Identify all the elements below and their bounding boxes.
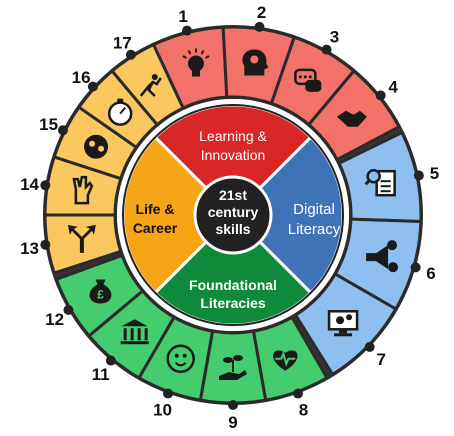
connector-dot-2 — [254, 21, 265, 32]
connector-dot-13 — [40, 239, 51, 250]
lightbulb-icon — [182, 48, 210, 77]
connector-dot-8 — [292, 388, 303, 399]
direction-arrows-icon — [67, 224, 96, 253]
center-line-3: skills — [215, 221, 250, 237]
life-label-line-2: Career — [133, 220, 178, 236]
computer-gears-icon — [327, 310, 359, 337]
life-label-line-1: Life & — [136, 201, 175, 217]
learning-label-line-1: Learning & — [199, 128, 267, 144]
connector-dot-12 — [63, 305, 74, 315]
segment-icons: £ — [67, 48, 399, 380]
climber-icon — [139, 73, 162, 97]
quadrant-outline — [122, 104, 344, 326]
segment-number-8: 8 — [299, 401, 308, 420]
connector-dot-6 — [410, 262, 421, 273]
connector-dot-1 — [182, 25, 193, 36]
segment-number-13: 13 — [20, 239, 39, 258]
connector-dot-11 — [105, 355, 116, 366]
megaphone-icon — [366, 240, 399, 273]
center-line-2: century — [208, 204, 259, 220]
segment-number-5: 5 — [430, 164, 439, 183]
segment-number-7: 7 — [376, 350, 385, 369]
segment-number-16: 16 — [72, 68, 91, 87]
connector-dot-3 — [321, 44, 332, 55]
handshake-icon — [336, 110, 367, 127]
center-line-1: 21st — [219, 187, 247, 203]
svg-text:£: £ — [97, 288, 104, 302]
hand-plant-icon — [219, 355, 247, 380]
segment-number-9: 9 — [228, 413, 237, 432]
segment-number-6: 6 — [426, 264, 435, 283]
institution-icon — [120, 319, 149, 345]
document-search-icon — [364, 168, 396, 197]
digital-label-line-2: Literacy — [288, 221, 341, 238]
inner-quadrants — [121, 103, 345, 327]
segment-number-11: 11 — [92, 365, 110, 384]
segment-number-10: 10 — [153, 401, 172, 420]
segment-number-14: 14 — [20, 175, 39, 194]
stopwatch-icon — [107, 98, 133, 126]
connector-dot-15 — [57, 125, 68, 136]
foundational-label-line-2: Literacies — [200, 295, 266, 311]
segment-number-3: 3 — [330, 28, 339, 47]
speech-bubbles-icon — [294, 68, 322, 92]
connector-dot-4 — [375, 90, 386, 101]
segment-number-4: 4 — [388, 77, 398, 96]
connector-dot-5 — [413, 170, 424, 181]
hand-raise-icon — [72, 175, 94, 205]
globe-face-icon — [166, 344, 195, 374]
center-circle — [193, 175, 273, 255]
foundational-label-line-1: Foundational — [189, 277, 277, 293]
learning-label-line-2: Innovation — [201, 147, 266, 163]
segment-number-2: 2 — [257, 3, 266, 22]
connector-dot-16 — [87, 81, 98, 92]
connector-dot-14 — [40, 180, 51, 191]
center-hub: 21st century skills — [193, 175, 273, 255]
segment-number-1: 1 — [178, 7, 187, 26]
heart-pulse-icon — [273, 350, 298, 371]
head-gears-icon — [242, 49, 269, 76]
segment-17 — [110, 42, 186, 127]
money-bag-icon: £ — [89, 279, 112, 304]
segment-number-15: 15 — [39, 115, 58, 134]
quadrant-labels: Learning & Innovation Digital Literacy F… — [133, 128, 341, 311]
connector-dot-17 — [125, 49, 136, 60]
segment-number-12: 12 — [45, 310, 64, 329]
connector-dot-7 — [364, 341, 375, 352]
segment-number-17: 17 — [113, 33, 132, 52]
digital-label-line-1: Digital — [293, 201, 335, 218]
connector-dot-9 — [228, 400, 238, 410]
globe-people-icon — [84, 134, 109, 159]
connector-lines — [40, 21, 424, 410]
connector-dot-10 — [163, 388, 174, 399]
